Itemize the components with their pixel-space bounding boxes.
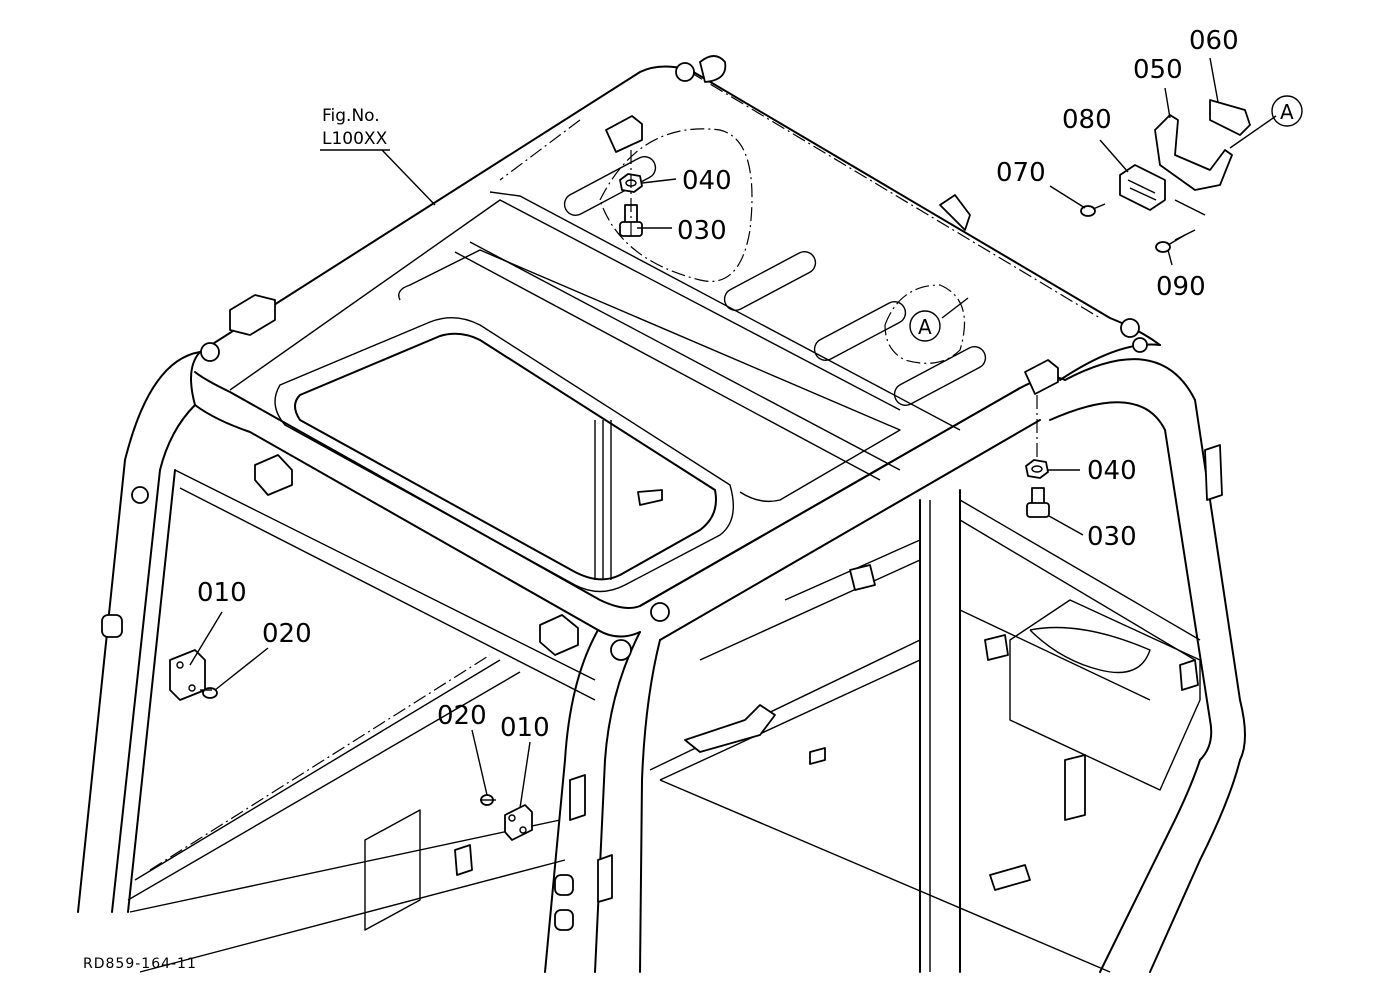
callout-020-left: 020 xyxy=(262,619,312,649)
callout-010-mid: 010 xyxy=(500,713,550,743)
callout-040-right: 040 xyxy=(1087,456,1137,486)
leader-detail-group xyxy=(1174,199,1206,241)
callout-050: 050 xyxy=(1133,55,1183,85)
roof-bracket-right xyxy=(1024,359,1059,395)
part-030-right-bolt xyxy=(1026,487,1050,518)
callout-030-top: 030 xyxy=(677,216,727,246)
detail-ref-detail-letter: A xyxy=(1280,100,1294,124)
detail-ref-detail: A xyxy=(1271,95,1303,127)
leader-lines xyxy=(189,57,1277,809)
callout-030-right: 030 xyxy=(1087,522,1137,552)
part-080-switch xyxy=(1119,164,1166,211)
cab-frame xyxy=(77,65,1246,973)
figure-ref-line2: L100XX xyxy=(322,129,388,149)
figure-ref-line1: Fig.No. xyxy=(322,106,380,126)
callout-060: 060 xyxy=(1189,26,1239,56)
detail-boundary-a xyxy=(884,284,966,364)
drawing-code: RD859-164-11 xyxy=(83,956,197,972)
frame-fittings xyxy=(101,55,1148,931)
callout-040-top: 040 xyxy=(682,166,732,196)
part-040-right-nut xyxy=(1025,459,1049,479)
detail-ref-roof: A xyxy=(909,310,941,342)
callout-090: 090 xyxy=(1156,272,1206,302)
roof-bracket-top xyxy=(605,115,643,153)
detail-boundary-top xyxy=(599,128,753,282)
part-020-mid-screw xyxy=(480,794,496,806)
callout-020-mid: 020 xyxy=(437,701,487,731)
part-060-plate xyxy=(1209,99,1251,136)
detail-ref-roof-letter: A xyxy=(918,315,932,339)
part-070-screw xyxy=(1080,203,1106,217)
part-010-mid-bracket xyxy=(504,804,533,841)
part-010-left-bracket xyxy=(169,649,206,701)
callout-080: 080 xyxy=(1062,105,1112,135)
part-050-bracket xyxy=(1154,114,1233,191)
callout-010-left: 010 xyxy=(197,578,247,608)
callout-070: 070 xyxy=(996,158,1046,188)
frame-brackets xyxy=(229,194,1223,903)
part-020-left-screw xyxy=(200,687,218,699)
